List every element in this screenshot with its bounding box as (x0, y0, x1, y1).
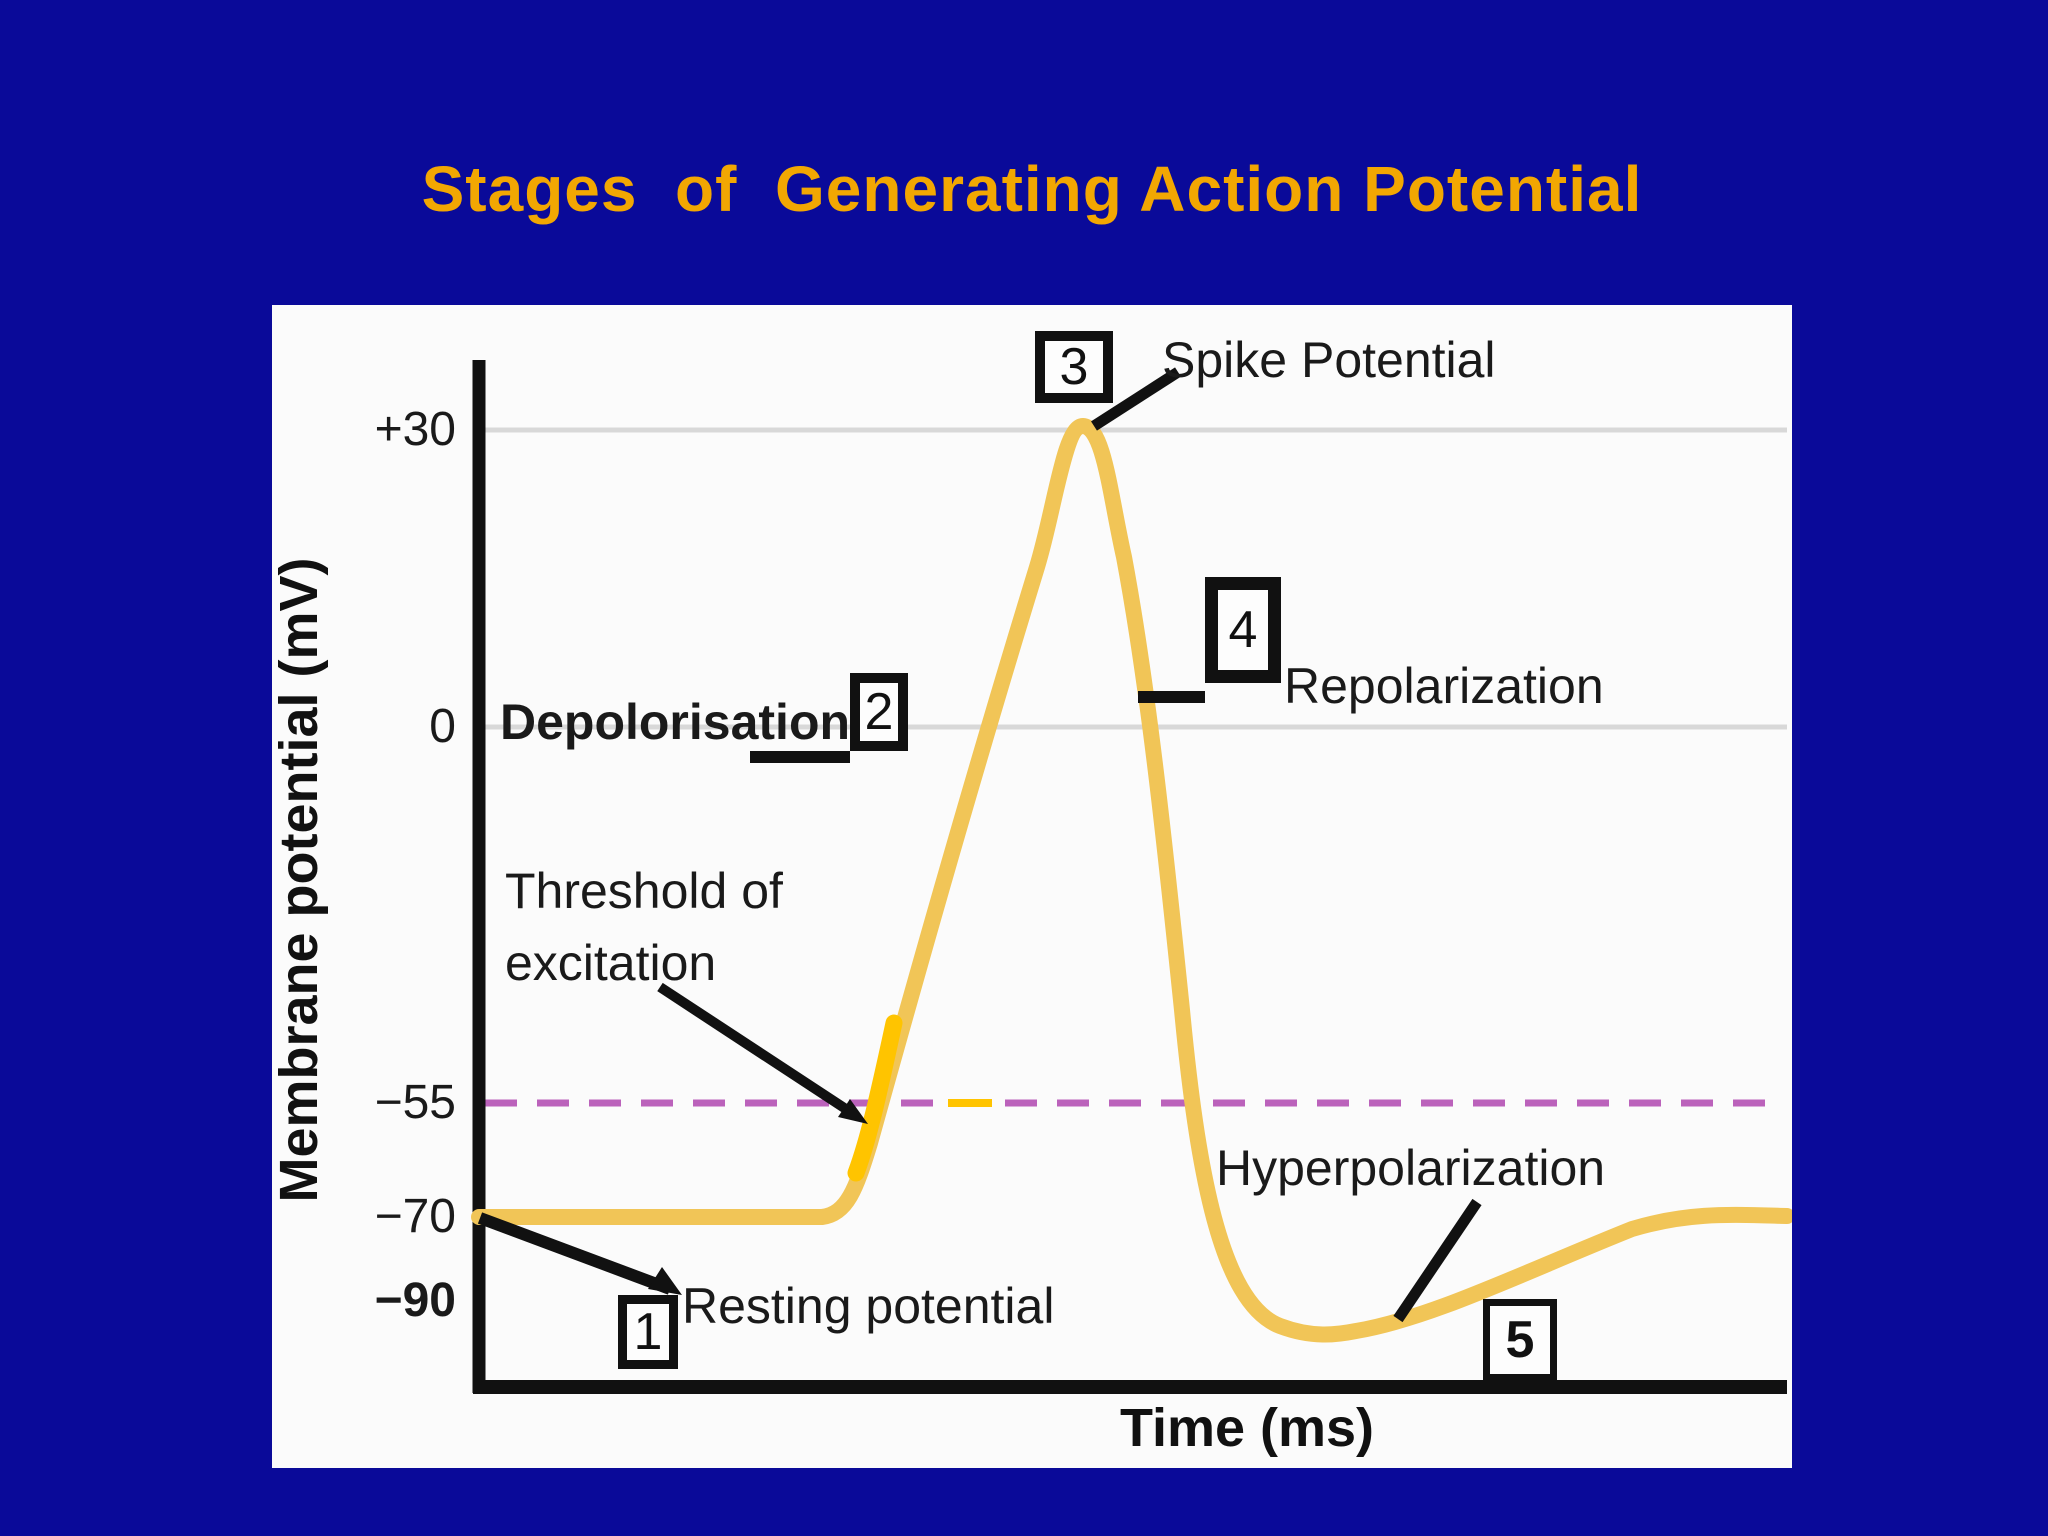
stage-box-3: 3 (1035, 331, 1113, 403)
resting-potential-label: Resting potential (682, 1278, 1055, 1334)
slide-title: Stages of Generating Action Potential (421, 153, 1643, 225)
threshold-crossing-highlight (847, 1014, 903, 1182)
resting-pointer-arrowhead (648, 1267, 682, 1295)
threshold-label-line1: Threshold of (505, 863, 783, 919)
threshold-label: Threshold of excitation (505, 855, 865, 999)
repolarization-label: Repolarization (1284, 658, 1604, 714)
hyperpolarization-pointer-line (1393, 1198, 1482, 1323)
threshold-pointer-arrowhead (838, 1099, 868, 1124)
ytick-minus90: −90 (374, 1274, 456, 1327)
ytick-plus30: +30 (374, 403, 456, 456)
y-axis-label: Membrane potential (mV) (269, 557, 329, 1203)
threshold-label-line2: excitation (505, 935, 717, 991)
stage-number-2: 2 (864, 683, 894, 741)
ytick-minus70: −70 (374, 1190, 456, 1243)
stage-number-3: 3 (1059, 338, 1089, 396)
stage-number-5: 5 (1505, 1311, 1535, 1369)
chart-canvas (471, 360, 1792, 1394)
stage-number-4: 4 (1228, 601, 1258, 659)
membrane-potential-curve (471, 417, 1792, 1343)
stage-box-4: 4 (1205, 577, 1281, 683)
stage-box-2: 2 (850, 673, 908, 751)
depolorisation-label: Depolorisation (500, 694, 851, 750)
chart-panel: +30 0 −55 −70 −90 Membrane potential (mV… (269, 305, 1792, 1468)
stage-box-5: 5 (1483, 1299, 1557, 1381)
ytick-zero: 0 (429, 700, 456, 753)
x-axis-label: Time (ms) (1119, 1398, 1375, 1458)
spike-pointer-line (1091, 367, 1181, 431)
resting-pointer-line (477, 1212, 673, 1295)
hyperpolarization-label: Hyperpolarization (1216, 1140, 1606, 1196)
stage-box-1: 1 (618, 1295, 678, 1369)
stage-number-1: 1 (633, 1303, 663, 1361)
spike-potential-label: Spike Potential (1162, 332, 1496, 388)
ytick-minus55: −55 (374, 1076, 456, 1129)
threshold-pointer-line (657, 982, 858, 1120)
